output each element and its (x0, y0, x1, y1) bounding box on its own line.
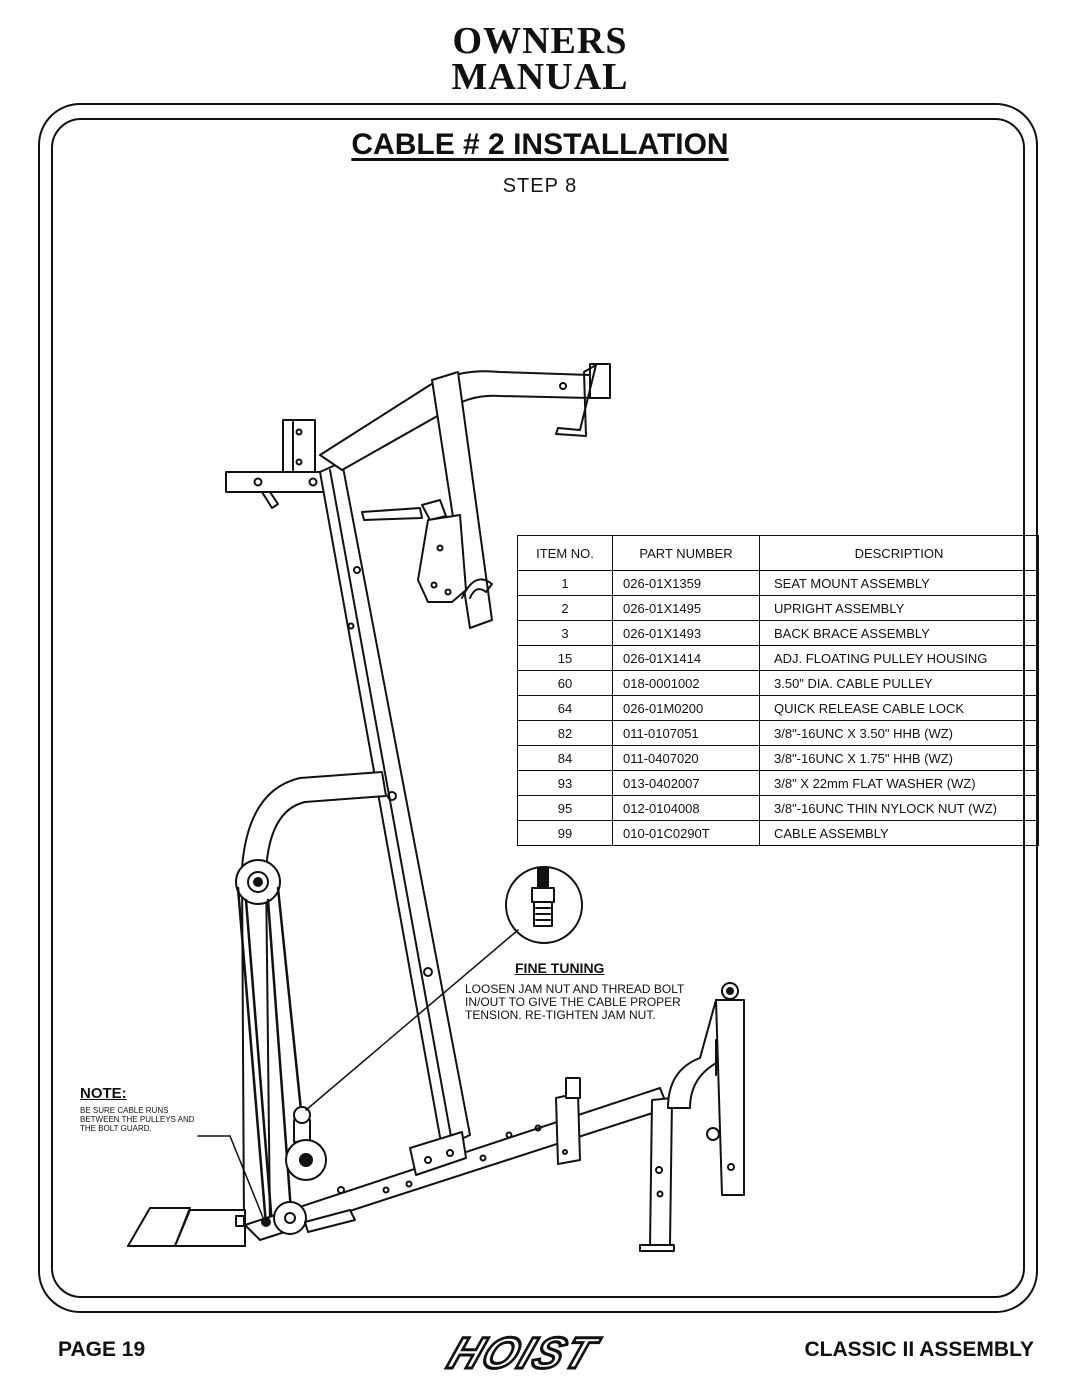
floating-pulley-housing (361, 499, 493, 603)
part-number: 026-01X1414 (612, 645, 760, 671)
description: BACK BRACE ASSEMBLY (759, 620, 1039, 646)
description: 3.50" DIA. CABLE PULLEY (759, 670, 1039, 696)
fine-tuning-text: LOOSEN JAM NUT AND THREAD BOLT IN/OUT TO… (465, 982, 685, 1022)
header-description: DESCRIPTION (759, 535, 1039, 571)
part-number: 013-0402007 (612, 770, 760, 796)
lower-floating-pulley (285, 1106, 327, 1181)
item-no: 1 (517, 570, 613, 596)
upper-pulley (235, 859, 281, 905)
logo-text: HOIST (442, 1328, 606, 1377)
item-no: 15 (517, 645, 613, 671)
description: UPRIGHT ASSEMBLY (759, 595, 1039, 621)
description: 3/8"-16UNC X 1.75" HHB (WZ) (759, 745, 1039, 771)
description: 3/8" X 22mm FLAT WASHER (WZ) (759, 770, 1039, 796)
part-number: 026-01X1359 (612, 570, 760, 596)
part-number: 011-0107051 (612, 720, 760, 746)
item-no: 2 (517, 595, 613, 621)
description: SEAT MOUNT ASSEMBLY (759, 570, 1039, 596)
parts-table-header: ITEM NO. PART NUMBER DESCRIPTION (517, 535, 1039, 571)
item-no: 95 (517, 795, 613, 821)
description: ADJ. FLOATING PULLEY HOUSING (759, 645, 1039, 671)
header-manual: MANUAL (451, 56, 629, 98)
item-no: 93 (517, 770, 613, 796)
page-number: PAGE 19 (58, 1338, 146, 1361)
front-curved-tube (241, 771, 387, 1226)
item-no: 84 (517, 745, 613, 771)
part-number: 026-01X1493 (612, 620, 760, 646)
section-title: CLASSIC II ASSEMBLY (804, 1338, 1034, 1361)
description: CABLE ASSEMBLY (759, 820, 1039, 846)
cable-lines (236, 886, 304, 1227)
header-item-no: ITEM NO. (517, 535, 613, 571)
note-leader (197, 1135, 265, 1221)
seat-mount-assembly (225, 419, 343, 509)
page-title: CABLE # 2 INSTALLATION (0, 128, 1080, 162)
description: 3/8"-16UNC X 3.50" HHB (WZ) (759, 720, 1039, 746)
description: QUICK RELEASE CABLE LOCK (759, 695, 1039, 721)
header-part-number: PART NUMBER (612, 535, 760, 571)
part-number: 010-01C0290T (612, 820, 760, 846)
page-title-text: CABLE # 2 INSTALLATION (351, 128, 729, 161)
base-frame (127, 982, 745, 1252)
description: 3/8"-16UNC THIN NYLOCK NUT (WZ) (759, 795, 1039, 821)
item-no: 64 (517, 695, 613, 721)
item-no: 99 (517, 820, 613, 846)
item-no: 60 (517, 670, 613, 696)
header-owners: OWNERS (452, 20, 628, 62)
item-no: 82 (517, 720, 613, 746)
note-title: NOTE: (80, 1085, 127, 1102)
hoist-logo: HOIST (440, 1327, 607, 1379)
part-number: 026-01M0200 (612, 695, 760, 721)
part-number: 018-0001002 (612, 670, 760, 696)
part-number: 012-0104008 (612, 795, 760, 821)
step-label: STEP 8 (502, 175, 578, 197)
item-no: 3 (517, 620, 613, 646)
fine-tuning-title: FINE TUNING (515, 960, 605, 976)
part-number: 011-0407020 (612, 745, 760, 771)
note-text: BE SURE CABLE RUNS BETWEEN THE PULLEYS A… (80, 1106, 195, 1133)
fine-tuning-detail (305, 866, 583, 1111)
part-number: 026-01X1495 (612, 595, 760, 621)
